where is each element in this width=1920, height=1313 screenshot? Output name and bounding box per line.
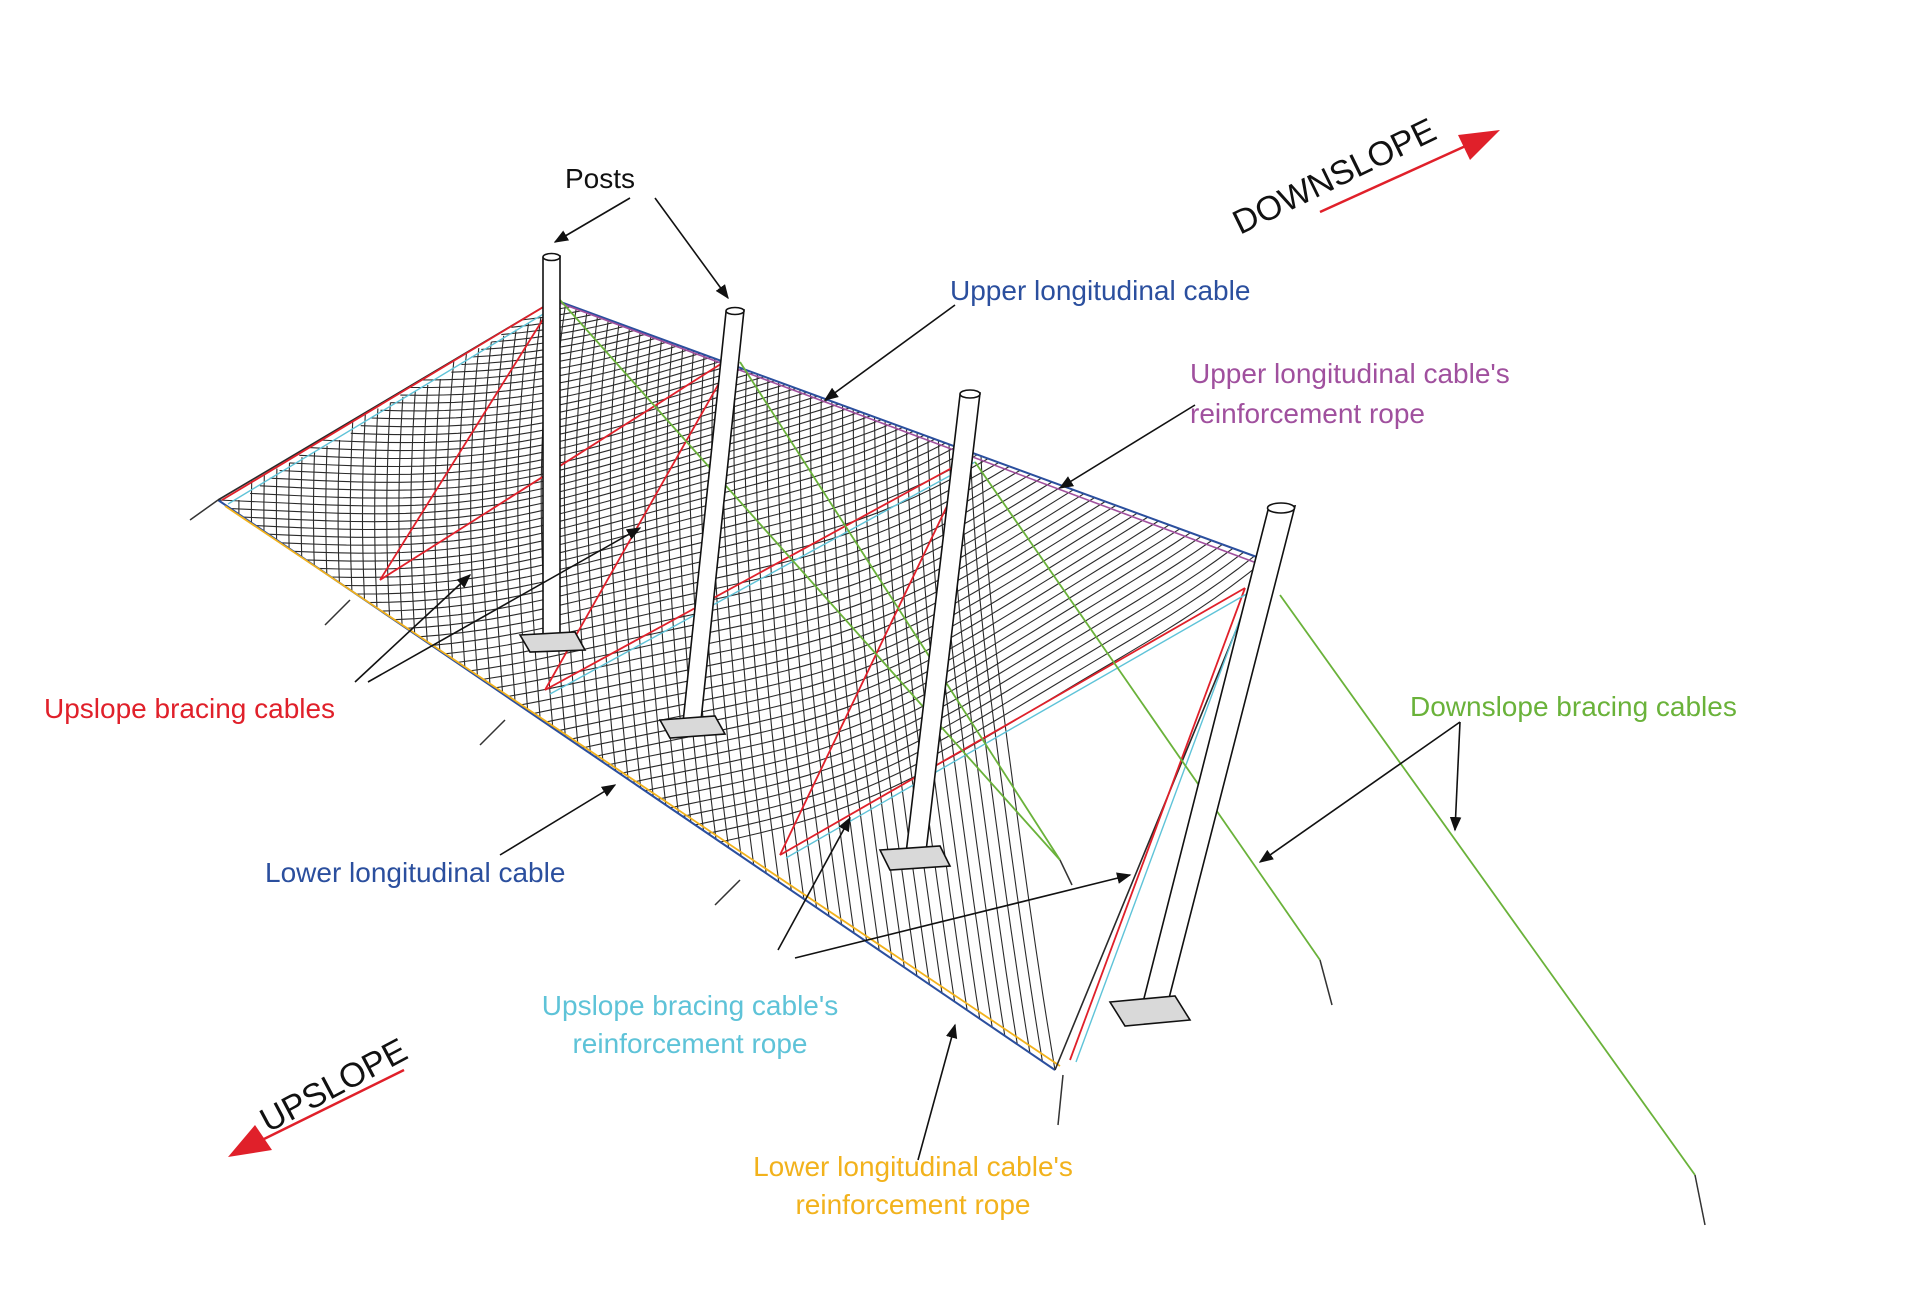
- label-upslope-reinf-2: reinforcement rope: [572, 1028, 807, 1059]
- net-strand: [337, 439, 341, 583]
- net-strand: [255, 415, 872, 531]
- net-strand: [374, 408, 379, 609]
- net-strand: [694, 551, 1245, 826]
- net-strand: [368, 450, 968, 604]
- net-strand: [418, 465, 1010, 638]
- net-strand: [609, 323, 629, 780]
- net-strand: [581, 516, 1149, 749]
- net-strand: [544, 504, 1117, 723]
- net-strand: [268, 419, 882, 538]
- lower-reinforcement-rope: [224, 505, 1061, 1067]
- upslope-bracing-cables: [221, 299, 1246, 1061]
- label-lower-reinf-1: Lower longitudinal cable's: [753, 1151, 1073, 1182]
- label-upper-reinf-2: reinforcement rope: [1190, 398, 1425, 429]
- upper-reinforcement-rope: [559, 302, 1263, 566]
- label-upper-reinf-1: Upper longitudinal cable's: [1190, 358, 1510, 389]
- net-strand: [410, 390, 416, 635]
- post-2: [658, 306, 745, 739]
- net-strand: [569, 512, 1138, 740]
- net-strand: [607, 524, 1170, 766]
- net-strand: [381, 454, 978, 612]
- label-upslope: UPSLOPE: [254, 1031, 414, 1140]
- downslope-arrow: [1319, 130, 1500, 214]
- net-strand: [506, 493, 1085, 698]
- net-strand: [519, 497, 1095, 706]
- label-lower-reinf-2: reinforcement rope: [795, 1189, 1030, 1220]
- net-strand: [517, 323, 530, 711]
- label-lower-cable: Lower longitudinal cable: [265, 857, 565, 888]
- net-strand: [707, 555, 1255, 834]
- net-strand: [481, 485, 1063, 681]
- net-strand: [386, 402, 391, 617]
- net-strand: [682, 547, 1234, 817]
- net-strand: [300, 457, 303, 558]
- net-strand: [330, 438, 936, 578]
- net-strand: [398, 396, 404, 626]
- label-upper-cable: Upper longitudinal cable: [950, 275, 1250, 306]
- label-posts: Posts: [565, 163, 635, 194]
- net-strand: [619, 528, 1181, 775]
- post-4: [1108, 502, 1297, 1027]
- anchors: [189, 499, 1706, 1226]
- net-strand: [319, 372, 754, 444]
- net-strand: [959, 448, 1031, 1053]
- net-strand: [275, 468, 278, 540]
- upslope-arrow: [228, 1068, 405, 1157]
- net-strand: [217, 403, 840, 507]
- net-strand: [312, 451, 316, 566]
- label-downslope-bracing: Downslope bracing cables: [1410, 691, 1737, 722]
- post-1: [518, 252, 587, 653]
- net-strand: [470, 348, 480, 677]
- net-strand: [361, 414, 366, 600]
- upper-longitudinal-cable: [554, 299, 1266, 561]
- net-strand: [243, 411, 861, 523]
- net-strand: [657, 540, 1213, 800]
- downslope-bracing-cables: [559, 299, 1696, 1176]
- label-downslope: DOWNSLOPE: [1227, 111, 1442, 242]
- net-strand: [556, 508, 1127, 732]
- net-strand: [669, 543, 1223, 809]
- label-upslope-bracing: Upslope bracing cables: [44, 693, 335, 724]
- net-strand: [280, 422, 893, 546]
- net-strand: [422, 384, 429, 643]
- net-strand: [305, 430, 914, 562]
- net-strand: [343, 442, 946, 587]
- net-strand: [434, 378, 441, 652]
- net-strand: [458, 354, 467, 669]
- label-upslope-reinf-1: Upslope bracing cable's: [542, 990, 838, 1021]
- callout-arrows: [354, 197, 1462, 1161]
- net-strand: [299, 380, 776, 460]
- net-strand: [531, 501, 1106, 715]
- posts: [518, 252, 1297, 1027]
- post-3: [878, 389, 981, 871]
- net-strand: [288, 462, 291, 549]
- net-strand: [293, 426, 904, 554]
- net-strand: [318, 434, 925, 570]
- upslope-reinforcement-ropes: [227, 303, 1251, 1063]
